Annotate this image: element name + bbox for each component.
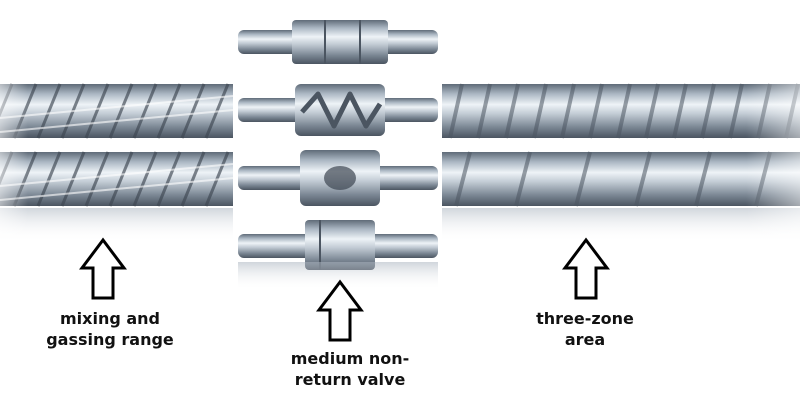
- valve-component-4: [238, 220, 438, 290]
- valve-component-3: [238, 150, 438, 206]
- valve-component-2: [238, 84, 438, 136]
- three-zone-label-line1: three-zone: [536, 309, 634, 328]
- mixing-label-line1: mixing and: [59, 309, 160, 328]
- arrow-up-three-zone: [562, 237, 610, 300]
- valve-label-line2: return valve: [294, 370, 406, 389]
- non-return-valve-label: medium non- return valve: [255, 348, 445, 390]
- three-zone-screw-section: [442, 83, 800, 242]
- mixing-label-line2: gassing range: [46, 330, 174, 349]
- valve-label-line1: medium non-: [290, 349, 410, 368]
- three-zone-label: three-zone area: [495, 308, 675, 350]
- mixing-screw-section: [0, 83, 234, 242]
- arrow-up-valve: [316, 279, 364, 342]
- arrow-up-mixing: [79, 237, 127, 300]
- mixing-gassing-label: mixing and gassing range: [20, 308, 200, 350]
- valve-component-1: [238, 20, 438, 64]
- three-zone-label-line2: area: [564, 330, 606, 349]
